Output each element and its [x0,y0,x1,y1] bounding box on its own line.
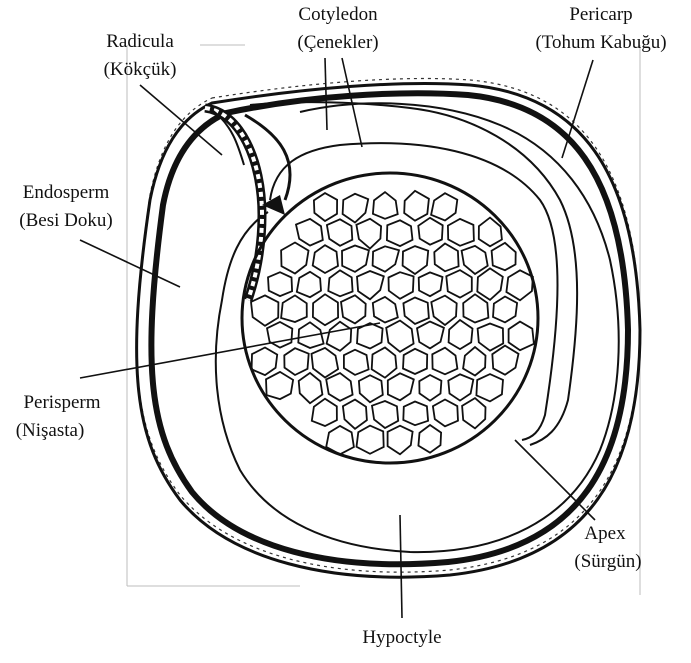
perisperm-cell [326,426,354,454]
perisperm-cell [389,272,414,299]
perisperm-cell [373,297,398,323]
perisperm-cell [462,398,485,428]
perisperm-cell [296,219,323,246]
perisperm-cell [343,194,369,223]
perisperm-cell [418,218,442,245]
label-apex-tr: (Sürgün) [574,551,641,572]
perisperm-cell [476,374,503,401]
perisperm-cell [449,320,473,349]
perisperm-cell [419,375,441,401]
perisperm-cells [242,173,538,463]
perisperm-cell [386,321,413,352]
perisperm-cell [252,348,278,376]
label-radicula-tr: (Kökçük) [104,59,177,80]
perisperm-cell [446,270,472,298]
perisperm-cell [403,349,427,374]
perisperm-cell [432,348,457,375]
perisperm-cell [341,295,366,323]
perisperm-cell [372,401,398,428]
perisperm-cell [372,348,397,378]
perisperm-cell [312,348,339,378]
perisperm-cell [284,348,308,375]
radicula-structure [205,108,262,300]
label-pericarp: Pericarp [569,4,632,25]
perisperm-cell [462,246,488,274]
perisperm-cell [388,373,414,400]
perisperm-cell [314,193,337,221]
perisperm-cell [403,246,429,274]
perisperm-cell [431,193,457,220]
label-perisperm-tr: (Nişasta) [16,420,85,441]
perisperm-cell [357,271,384,299]
perisperm-cell [477,268,503,300]
perisperm-cell [313,245,338,273]
perisperm-cell [251,295,278,325]
perisperm-cell [509,322,534,351]
perisperm-cell [388,426,413,455]
perisperm-cell [419,272,443,296]
leader-lines [80,58,595,618]
label-endosperm: Endosperm [23,182,110,203]
perisperm-cell [448,374,473,400]
perisperm-cell [479,218,502,247]
label-hypoctyle: Hypoctyle [362,627,441,648]
perisperm-cell [434,244,458,272]
perisperm-cell [343,400,367,429]
perisperm-cell [328,270,352,296]
perisperm-cell [463,294,488,322]
label-endosperm-tr: (Besi Doku) [19,210,112,231]
perisperm-cell [312,399,337,426]
perisperm-cell [344,350,369,375]
perisperm-cell [431,296,456,325]
label-pericarp-tr: (Tohum Kabuğu) [535,32,666,53]
perisperm-cell [281,295,307,322]
perisperm-cell [463,347,485,375]
label-apex: Apex [584,523,626,544]
perisperm-cell [373,246,399,271]
perisperm-cell [433,400,458,427]
perisperm-cell [268,272,292,296]
perisperm-cell [506,270,533,300]
label-perisperm: Perisperm [23,392,100,413]
perisperm-cell [403,402,428,426]
perisperm-cell [342,246,369,272]
perisperm-cell [326,373,352,401]
perisperm-cell [266,372,293,399]
perisperm-cell [299,373,323,403]
perisperm-cell [492,243,516,270]
label-cotyledon-tr: (Çenekler) [297,32,378,53]
label-cotyledon: Cotyledon [298,4,378,25]
perisperm-cell [359,375,383,402]
perisperm-cell [356,219,381,249]
perisperm-cell [297,272,321,297]
label-radicula: Radicula [106,31,174,52]
perisperm-cell [404,191,429,221]
perisperm-cell [373,192,398,219]
perisperm-cell [313,294,338,325]
labels: Cotyledon (Çenekler) Radicula (Kökçük) P… [16,4,667,648]
perisperm-cell [281,243,308,274]
perisperm-cell [327,322,352,351]
perisperm-cell [448,219,474,246]
perisperm-cell [403,298,429,325]
perisperm-cell [327,219,352,246]
perisperm-cell [492,346,518,375]
perisperm-cell [493,297,517,323]
perisperm-cell [387,220,413,246]
perisperm-cell [417,322,444,349]
perisperm-cell [357,426,384,454]
perisperm-cell [478,324,504,351]
perisperm-cell [418,425,441,453]
